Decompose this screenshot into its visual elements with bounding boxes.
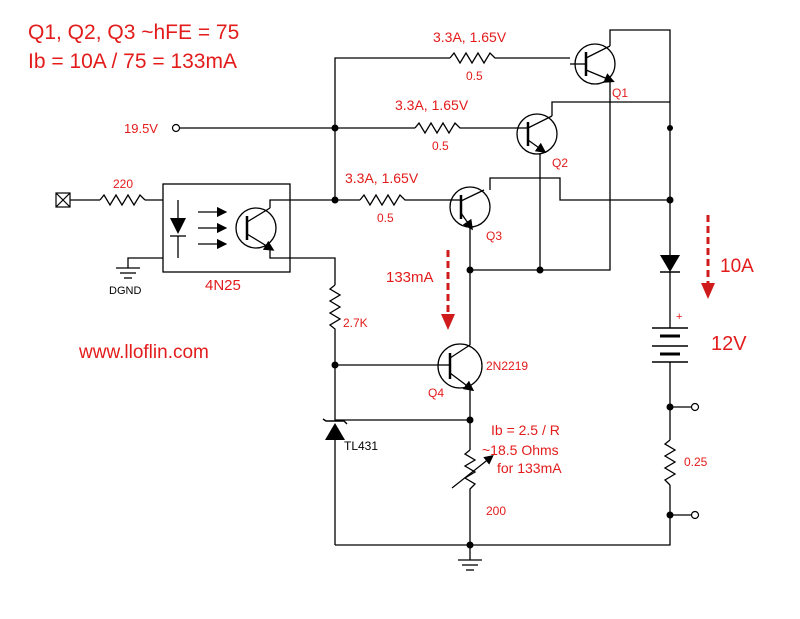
ib-formula: Ib = 2.5 / R (491, 422, 560, 438)
ib-for: for 133mA (497, 460, 562, 476)
current-arrows (441, 215, 715, 330)
battery-icon (652, 325, 688, 370)
transistor-q1-icon (570, 43, 616, 85)
transistor-q4-icon (437, 343, 483, 392)
sense-resistor (663, 439, 677, 486)
transistor-q2-icon (515, 113, 558, 155)
r1-value: 0.5 (466, 69, 483, 83)
load-current-label: 10A (720, 256, 754, 277)
input-connector-icon (55, 192, 71, 208)
r2-rating: 3.3A, 1.65V (395, 97, 469, 113)
tl431-label: TL431 (344, 439, 378, 453)
r3-rating: 3.3A, 1.65V (345, 170, 419, 186)
hfe-note: Q1, Q2, Q3 ~hFE = 75 (28, 21, 240, 44)
sense-resistor-value: 0.25 (684, 455, 708, 469)
diode-icon (660, 255, 680, 273)
transistor-q3-icon (448, 186, 491, 231)
battery-voltage-label: 12V (711, 333, 747, 355)
base-current-label: 133mA (386, 269, 434, 286)
optocoupler-label: 4N25 (205, 277, 241, 294)
wire-emitter-bus (470, 80, 611, 271)
q4-part-label: 2N2219 (486, 359, 528, 373)
schematic-labels: 3.3A, 1.65V 0.5 3.3A, 1.65V 0.5 3.3A, 1.… (109, 29, 754, 518)
base-current-arrow-icon (441, 314, 455, 330)
pot-value: 200 (486, 504, 506, 518)
header-notes: Q1, Q2, Q3 ~hFE = 75 Ib = 10A / 75 = 133… (28, 18, 239, 76)
r3-value: 0.5 (377, 211, 394, 225)
pot-resistor (463, 449, 477, 495)
input-resistor-value: 220 (113, 177, 133, 191)
ib-note: Ib = 10A / 75 = 133mA (28, 50, 237, 73)
resistor-symbols (99, 51, 677, 495)
r1-rating: 3.3A, 1.65V (433, 29, 507, 45)
optocoupler-4n25-icon (162, 183, 291, 273)
wire-top-rail (334, 57, 450, 128)
q2-label: Q2 (552, 156, 568, 170)
tl431-regulator-icon (322, 400, 348, 440)
r2-value: 0.5 (432, 139, 449, 153)
r3-resistor (359, 193, 415, 207)
pot-wiper-icon (451, 455, 494, 489)
wire-bottom-rail (335, 485, 671, 546)
junctions (331, 124, 674, 549)
sense-terminal-bottom (690, 510, 700, 520)
input-resistor (99, 193, 146, 207)
ib-ohms: ~18.5 Ohms (482, 442, 559, 458)
sense-terminal-top (690, 402, 700, 412)
r1-resistor (449, 51, 505, 65)
wiring (66, 29, 692, 560)
website-label: www.lloflin.com (79, 342, 209, 363)
wire-q1-collector (609, 29, 671, 128)
bias-resistor (328, 284, 342, 335)
q3-label: Q3 (486, 229, 502, 243)
supply-terminal (171, 123, 181, 133)
bias-resistor-value: 2.7K (343, 316, 368, 330)
ground-icon (458, 559, 482, 571)
battery-plus-label: + (676, 311, 682, 323)
q1-label: Q1 (612, 86, 628, 100)
dgnd-label: DGND (109, 285, 141, 297)
r2-resistor (414, 121, 470, 135)
supply-label: 19.5V (124, 121, 158, 136)
q4-label: Q4 (428, 386, 444, 400)
digital-ground-icon (116, 267, 140, 279)
load-current-arrow-icon (701, 283, 715, 299)
